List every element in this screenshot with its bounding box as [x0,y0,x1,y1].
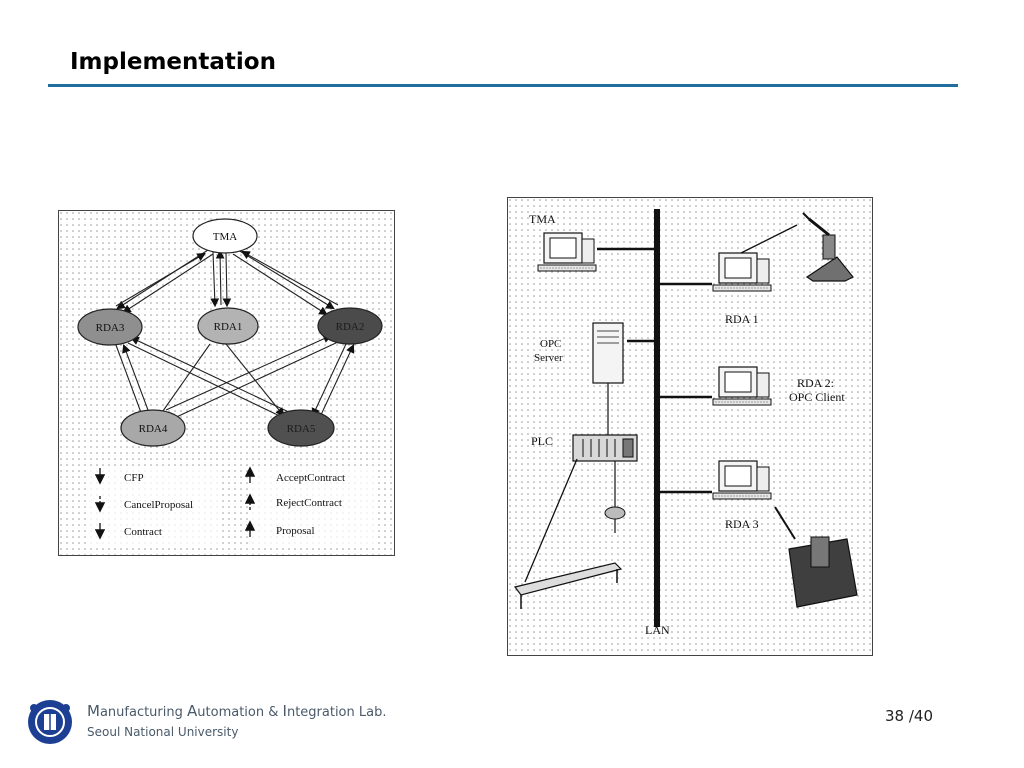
label-tma: TMA [529,212,556,226]
system-network-diagram: TMA OPC Server PLC RDA 1 RDA 2: OPC Clie… [507,197,873,656]
node-rda5-label: RDA5 [287,423,316,435]
footer-lab-name: Manufacturing Automation & Integration L… [87,702,386,720]
slide-title: Implementation [70,49,276,75]
opc-server-icon [592,322,624,435]
legend-reject-contract: RejectContract [276,497,342,509]
lab-initial-a: A [187,702,198,720]
lab-word-3: ntegration Lab. [286,705,387,720]
node-rda1-label: RDA1 [214,321,243,333]
lab-initial-m: M [87,702,100,720]
label-rda2-line1: RDA 2: [797,376,834,390]
legend-accept-contract: AcceptContract [276,472,345,484]
label-rda2-line2: OPC Client [789,390,845,404]
node-rda4-label: RDA4 [139,423,168,435]
node-tma: TMA [192,218,258,254]
lab-initial-i: I [282,702,287,720]
label-lan: LAN [645,623,670,637]
label-rda3: RDA 3 [725,517,759,531]
lab-word-1: anufacturing [99,705,188,720]
node-rda2: RDA2 [317,307,383,345]
lan-backbone [654,209,660,627]
footer-university: Seoul National University [87,725,239,739]
label-plc: PLC [531,434,553,448]
rda3-computer-icon [712,460,772,500]
machine-tool-icon [774,506,858,608]
legend-cancel-proposal: CancelProposal [124,499,193,511]
rda1-computer-icon [712,252,772,292]
university-logo [24,698,76,746]
plc-device-icon [524,434,638,583]
node-tma-label: TMA [213,231,238,243]
rda2-computer-icon [712,366,772,406]
label-rda1: RDA 1 [725,312,759,326]
label-opc-server-1: OPC [540,338,561,350]
message-arrows [115,249,355,422]
agent-negotiation-diagram: TMA RDA3 RDA1 RDA2 RDA4 RDA5 [58,210,395,556]
tma-computer-icon [537,232,597,272]
legend: CFP CancelProposal Contract AcceptContra… [90,466,376,546]
node-rda5: RDA5 [267,409,335,447]
node-rda3: RDA3 [77,308,143,346]
node-rda1: RDA1 [197,307,259,345]
lan-branches [597,247,712,494]
node-rda4: RDA4 [120,409,186,447]
node-rda3-label: RDA3 [96,322,125,334]
legend-proposal: Proposal [276,525,315,537]
node-rda2-label: RDA2 [336,321,365,333]
legend-cfp: CFP [124,472,144,484]
label-opc-server-2: Server [534,352,563,364]
lab-word-2: utomation & [197,705,283,720]
robot-arm-icon [740,212,854,282]
conveyor-icon [513,562,623,609]
page-number: 38 /40 [885,707,933,725]
legend-contract: Contract [124,526,162,538]
title-divider [48,84,958,87]
